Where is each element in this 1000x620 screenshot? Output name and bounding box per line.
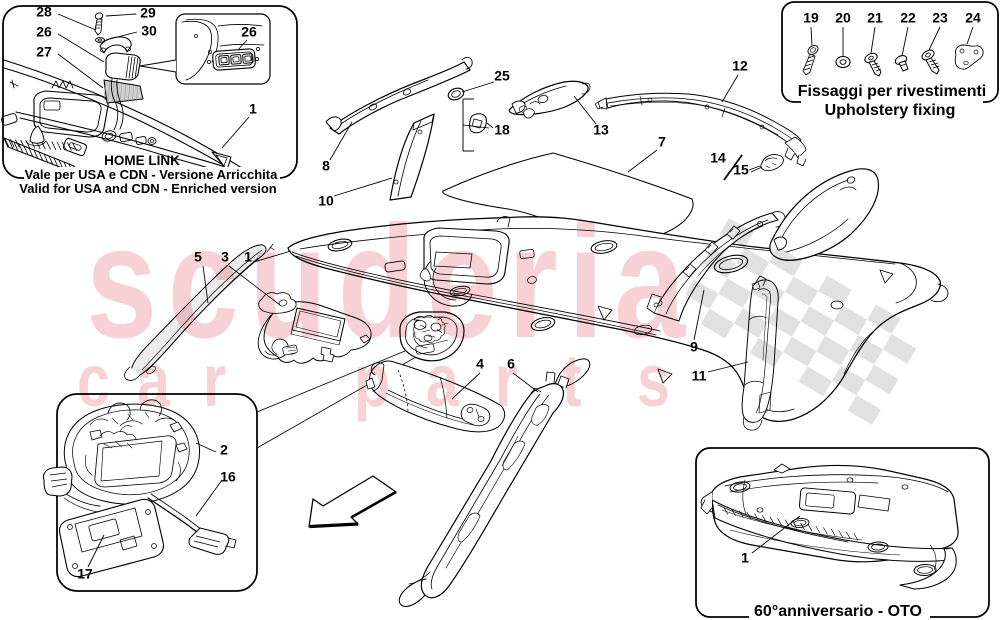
svg-text:26: 26: [241, 24, 257, 40]
svg-text:3: 3: [221, 249, 229, 265]
svg-text:8: 8: [322, 158, 330, 174]
svg-text:1: 1: [244, 249, 252, 265]
svg-text:a: a: [137, 340, 171, 423]
svg-text:13: 13: [593, 122, 609, 138]
svg-text:27: 27: [36, 44, 52, 60]
svg-text:c: c: [77, 340, 110, 423]
svg-text:17: 17: [77, 566, 93, 582]
svg-text:r: r: [203, 340, 226, 423]
svg-text:HOME LINK: HOME LINK: [104, 153, 180, 168]
svg-text:10: 10: [318, 193, 334, 209]
svg-text:1: 1: [249, 101, 257, 117]
svg-text:21: 21: [867, 10, 883, 26]
svg-text:24: 24: [965, 10, 981, 26]
svg-text:60°anniversario - OTO: 60°anniversario - OTO: [754, 603, 922, 620]
svg-text:20: 20: [835, 10, 851, 26]
svg-text:30: 30: [141, 23, 157, 39]
svg-text:14: 14: [710, 150, 726, 166]
svg-text:22: 22: [900, 10, 916, 26]
svg-text:28: 28: [36, 4, 52, 20]
svg-text:s: s: [637, 340, 670, 423]
svg-text:Valid for USA and CDN - Enrich: Valid for USA and CDN - Enriched version: [19, 181, 276, 196]
svg-text:Vale per USA e CDN - Versione: Vale per USA e CDN - Versione Arricchita: [25, 167, 278, 182]
svg-text:a: a: [426, 340, 460, 423]
svg-text:t: t: [562, 340, 582, 423]
svg-text:19: 19: [803, 10, 819, 26]
svg-text:Upholstery fixing: Upholstery fixing: [825, 102, 956, 119]
svg-text:16: 16: [220, 469, 236, 485]
svg-text:Fissaggi per rivestimenti: Fissaggi per rivestimenti: [798, 83, 987, 100]
svg-text:26: 26: [36, 24, 52, 40]
svg-text:29: 29: [140, 5, 156, 21]
svg-text:6: 6: [507, 356, 515, 372]
svg-text:1: 1: [741, 550, 749, 566]
svg-text:2: 2: [220, 442, 228, 458]
svg-text:7: 7: [658, 134, 666, 150]
svg-text:9: 9: [690, 339, 698, 355]
svg-text:25: 25: [494, 68, 510, 84]
svg-text:scuderia: scuderia: [86, 192, 696, 371]
svg-text:11: 11: [692, 368, 707, 384]
svg-text:23: 23: [932, 10, 948, 26]
svg-text:18: 18: [494, 122, 510, 138]
svg-text:15: 15: [733, 162, 749, 178]
svg-text:12: 12: [732, 58, 748, 74]
svg-text:r: r: [495, 340, 518, 423]
svg-text:5: 5: [194, 249, 202, 265]
svg-text:p: p: [354, 340, 390, 423]
svg-text:4: 4: [476, 356, 484, 372]
